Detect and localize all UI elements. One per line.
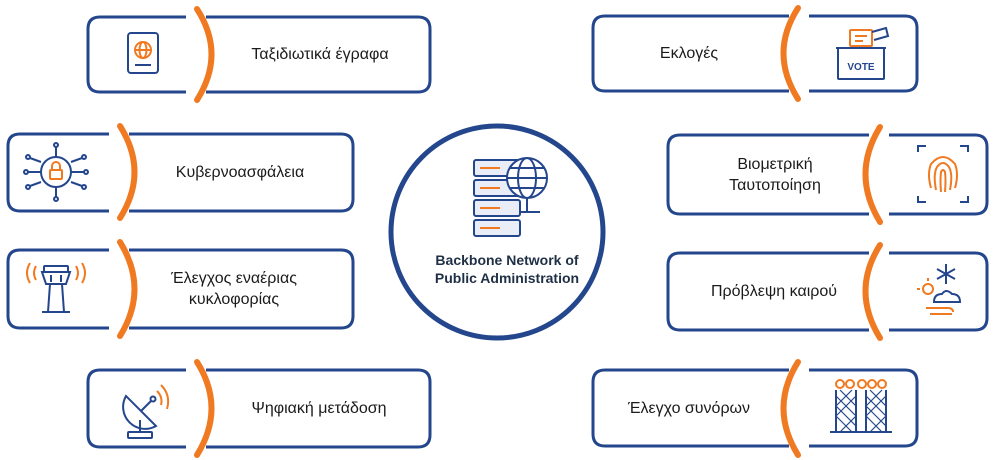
label-biometric-line-1: Βιομετρική [737,155,813,173]
label-weather-forecast: Πρόβλεψη καιρού [680,253,868,330]
border-fence-icon [830,379,892,433]
server-globe-icon [473,157,548,237]
center-title-line-1: Backbone Network of [435,252,579,268]
label-border-control: Έλεγχο συνόρων [598,370,780,446]
node-border-control [591,359,919,458]
label-air-traffic-line-1: Έλεγχος εναέριας [171,270,297,287]
label-weather-forecast-text: Πρόβλεψη καιρού [711,283,837,300]
label-air-traffic-line-2: κυκλοφορίας [188,291,280,308]
node-air-traffic-control [6,239,355,339]
label-biometric-identification: Βιομετρική Ταυτοποίηση [690,135,860,214]
node-biometric-identification [666,124,989,225]
label-travel-documents-text: Ταξιδιωτικά έγραφα [251,46,389,63]
label-elections-text: Εκλογές [659,45,719,62]
center-title: Backbone Network of Public Administratio… [412,251,602,287]
node-elections: VOTE [591,5,919,102]
vote-label: VOTE [847,62,875,73]
fingerprint-icon [917,145,969,203]
label-biometric-line-2: Ταυτοποίηση [729,176,821,194]
ballot-box-icon [836,26,890,80]
node-travel-documents [86,6,432,103]
label-digital-broadcasting-text: Ψηφιακή μετάδοση [251,400,387,417]
cyber-lock-icon [23,142,89,202]
label-border-control-text: Έλεγχο συνόρων [627,399,751,417]
satellite-dish-icon [122,384,170,439]
node-digital-broadcasting [86,359,432,458]
label-digital-broadcasting: Ψηφιακή μετάδοση [212,370,426,447]
node-cybersecurity [6,123,355,221]
label-cybersecurity: Κυβερνοασφάλεια [134,134,346,211]
control-tower-icon [26,262,86,313]
label-cybersecurity-text: Κυβερνοασφάλεια [175,164,305,181]
center-title-line-2: Public Administration [434,270,580,286]
node-weather-forecast [666,242,989,341]
label-elections: Εκλογές [596,16,782,91]
label-travel-documents: Ταξιδιωτικά έγραφα [210,17,430,92]
center-hub [388,123,606,341]
passport-icon [127,32,159,74]
weather-icon [917,264,962,315]
label-air-traffic-control: Έλεγχος εναέριας κυκλοφορίας [132,250,336,328]
